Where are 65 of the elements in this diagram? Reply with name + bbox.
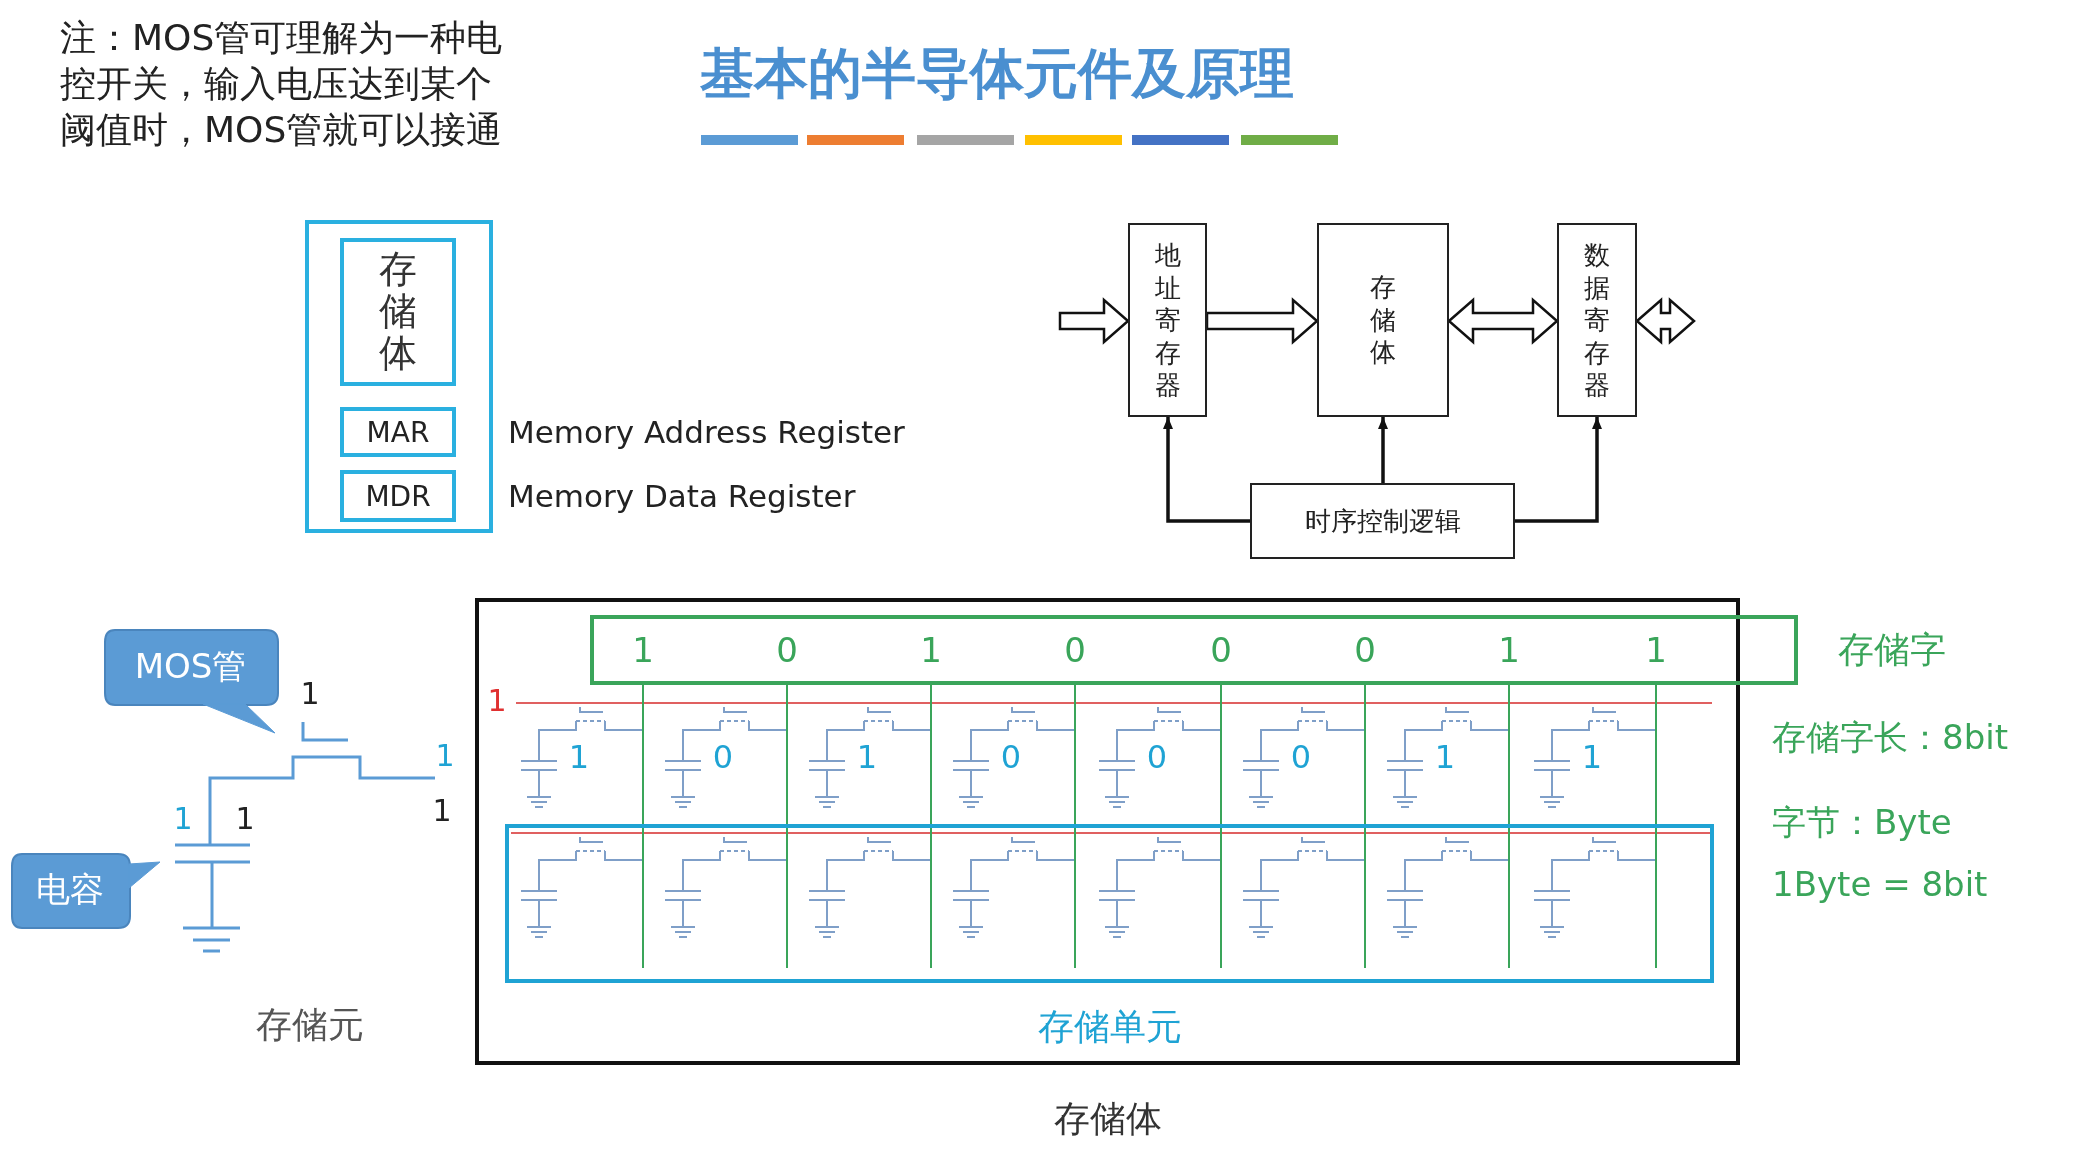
box-label: 数据寄存器 xyxy=(1584,238,1610,402)
bit-value: 0 xyxy=(1000,738,1022,776)
register-name: Memory Address Register xyxy=(508,414,905,450)
block-arrow xyxy=(1058,297,1130,345)
bit-value: 1 xyxy=(1434,738,1456,776)
box-label: 地址寄存器 xyxy=(1154,238,1181,402)
bit-line xyxy=(930,684,932,969)
signal-value: 1 xyxy=(173,800,193,836)
arrow xyxy=(1163,417,1250,523)
bit-value: 1 xyxy=(856,738,878,776)
bit-line xyxy=(642,684,644,969)
bit-line xyxy=(1508,684,1510,969)
bit-line xyxy=(1364,684,1366,969)
box-label: 存储体 xyxy=(379,249,417,375)
block-arrow xyxy=(1635,297,1696,345)
register-name: Memory Data Register xyxy=(508,478,856,514)
bit-value: 1 xyxy=(1498,630,1520,670)
title: 基本的半导体元件及原理 xyxy=(700,41,1294,107)
bit-value: 0 xyxy=(1290,738,1312,776)
arrow xyxy=(1515,417,1602,523)
bit-value: 1 xyxy=(632,630,654,670)
bit-value: 0 xyxy=(1354,630,1376,670)
bit-value: 1 xyxy=(1581,738,1603,776)
signal-value: 1 xyxy=(432,792,452,828)
bit-value: 0 xyxy=(712,738,734,776)
block-arrow xyxy=(1205,297,1319,345)
bit-value: 0 xyxy=(1146,738,1168,776)
register-box xyxy=(340,470,456,522)
bit-value: 0 xyxy=(1064,630,1086,670)
storage-box xyxy=(340,238,456,386)
bit-value: 1 xyxy=(920,630,942,670)
box-label: 存储体 xyxy=(1370,271,1396,369)
note-text: 1Byte = 8bit xyxy=(1772,864,1988,904)
note-text: 存储字长：8bit xyxy=(1772,716,2008,759)
block-box xyxy=(1128,223,1207,417)
bit-value: 0 xyxy=(776,630,798,670)
bit-value: 1 xyxy=(568,738,590,776)
bit-line xyxy=(786,684,788,969)
register-box xyxy=(340,407,456,457)
block-arrow xyxy=(1447,297,1559,345)
note-text: 字节：Byte xyxy=(1772,801,1952,844)
callout-text: MOS管 xyxy=(134,644,247,688)
bit-line xyxy=(1074,684,1076,969)
group-label: 存储单元 xyxy=(1037,1005,1182,1049)
box-label: MDR xyxy=(365,479,431,513)
bit-line xyxy=(1220,684,1222,969)
signal-value: 1 xyxy=(235,800,255,836)
block-box xyxy=(1317,223,1449,417)
control-box xyxy=(1250,483,1515,559)
caption: 存储元 xyxy=(256,1002,364,1047)
side-label: 存储字 xyxy=(1838,627,1946,672)
bit-value: 1 xyxy=(1645,630,1667,670)
signal-value: 1 xyxy=(435,737,455,773)
signal-value: 1 xyxy=(300,675,320,711)
box-label: 时序控制逻辑 xyxy=(1304,504,1461,538)
note-text: 注：MOS管可理解为一种电控开关，输入电压达到某个阈值时，MOS管就可以接通 xyxy=(60,16,504,153)
bit-line xyxy=(1655,684,1657,969)
bit-value: 0 xyxy=(1210,630,1232,670)
callout-text: 电容 xyxy=(36,868,104,911)
box-label: MAR xyxy=(366,415,430,449)
word-line-value: 1 xyxy=(487,682,507,718)
memory-structure-box xyxy=(305,220,493,533)
frame-label: 存储体 xyxy=(1053,1097,1162,1141)
block-box xyxy=(1557,223,1637,417)
arrow xyxy=(1378,417,1388,483)
